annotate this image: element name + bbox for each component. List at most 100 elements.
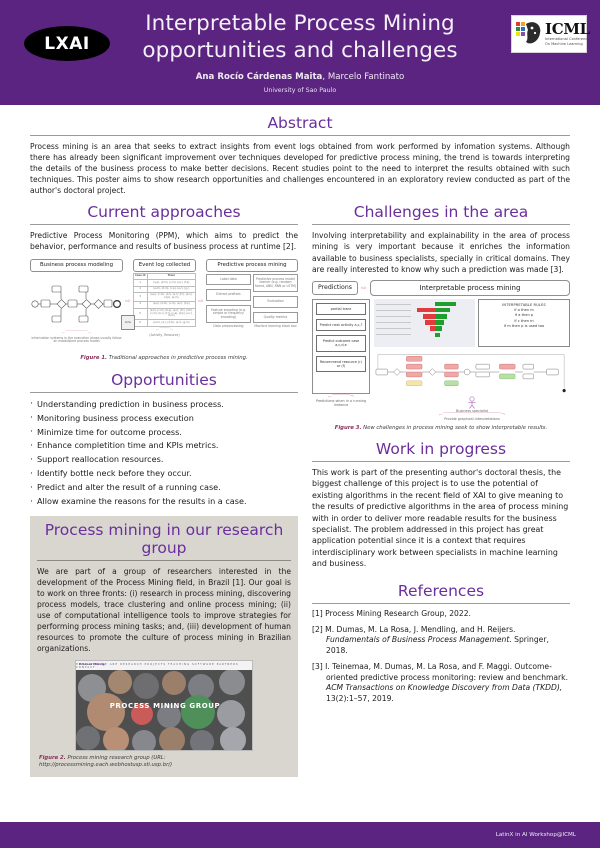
reference-item: [3] I. Teinemaa, M. Dumas, M. La Rosa, a… (312, 662, 570, 705)
cell-trace: (a,h), (c,m), (b,p), (e,r), (f,r), (d,h)… (146, 307, 197, 321)
poster-content: Abstract Process mining is an area that … (0, 105, 600, 777)
figure-3-caption-text: New challenges in process mining seek to… (363, 424, 548, 431)
figure-3-headers: Predictions ⇨ Interpretable process mini… (312, 279, 570, 296)
bar-positive (435, 307, 450, 313)
figure-1-box-2-title: Event log collected (132, 258, 197, 272)
icml-wordmark: ICML International Conference On Machine… (545, 21, 590, 47)
list-item: Predict and alter the result of a runnin… (30, 481, 298, 496)
icml-brain-icon (516, 22, 541, 44)
list-item: Understanding prediction in business pro… (30, 397, 298, 412)
figure-1-preprocessing-stack: Label data Extract prefixes Feature enco… (205, 273, 251, 324)
icml-logo: ICML International Conference On Machine… (511, 15, 590, 53)
figure-3-right: INTERPRETABLE RULES if a then m if a the… (374, 298, 570, 394)
figure-1-ppm-column: Predictive process mining Label data Ext… (205, 258, 298, 329)
arrow-right-icon-2: ⇨ (198, 297, 204, 306)
opportunities-divider (30, 391, 298, 393)
bar-positive (435, 332, 440, 338)
reference-item: [1] Process Mining Research Group, 2022. (312, 609, 570, 620)
figure-1-brace-left: ⌐‾‾‾‾‾‾‾‾‾‾‾¬ (62, 329, 91, 335)
bar-track (411, 332, 460, 338)
log-document-icon: LOG (120, 314, 135, 330)
figure-3-chart-row: INTERPRETABLE RULES if a then m if a the… (374, 298, 570, 347)
two-column-body: Current approaches Predictive Process Mo… (30, 203, 570, 777)
figure-3-prediction-stack: partial trace Predict next activity a,c,… (312, 298, 370, 394)
cell-trace: (a,p), (d,m), (c,m), (e,r), (f,p) (146, 279, 197, 287)
figure-1-box-1-title: Business process modeling (30, 258, 123, 272)
figure-3-rule-3: if c then m (514, 318, 534, 323)
figure-3-specialist-label: Business specialist (456, 408, 488, 413)
table-row: 1(a,p), (d,m), (c,m), (e,r), (f,p) (132, 279, 197, 287)
bar-track (411, 301, 460, 307)
ref-title: Fundamentals of Business Process Managem… (326, 635, 512, 645)
poster-footer: LatinX in AI Workshop@ICML (0, 822, 600, 848)
ref-num: [3] (312, 661, 323, 671)
process-model-svg (375, 353, 566, 392)
figure-1-inner-evaluation: Evaluation (252, 296, 298, 308)
figure-1-inner-model-learner: Predictive process model learner (e.g. r… (252, 273, 298, 293)
ref-num: [2] (312, 624, 323, 634)
figure-1-inner-extract-prefixes: Extract prefixes (205, 289, 251, 301)
figure-3-rule-2: if a then p (514, 313, 534, 318)
bar-positive (435, 314, 447, 319)
figure-3-rules-box: INTERPRETABLE RULES if a then m if a the… (478, 298, 570, 347)
figure-1-box-3-title: Predictive process mining (205, 258, 298, 272)
figure-1-caption-text: Traditional approaches in predictive pro… (108, 354, 248, 361)
figure-3-footers: ⌐‾‾‾‾‾‾‾¬ Predictions when in a running … (312, 394, 570, 422)
cell-trace: (a,p), (d,m), (c,m), (e,r), (h,p) (146, 301, 197, 309)
cell-case: 5 (132, 307, 148, 321)
bar-label (376, 303, 411, 305)
bar-row (376, 314, 473, 319)
bar-label (376, 315, 411, 317)
bar-positive (435, 320, 444, 325)
ref-num: [1] (312, 608, 323, 618)
figure-1-inner-quality-metrics: Quality metrics (252, 311, 298, 324)
figure-2-people-collage: PROCESS MINING GROUP (76, 669, 252, 750)
section-current-approaches: Current approaches Predictive Process Mo… (30, 203, 298, 361)
bar-negative (425, 320, 436, 325)
figure-1-note-mid: (Activity, Resource) (149, 332, 180, 337)
bar-positive (435, 301, 456, 307)
challenges-divider (312, 224, 570, 226)
research-group-heading: Process mining in our research group (37, 521, 291, 560)
list-item: Allow examine the reasons for the result… (30, 495, 298, 510)
bar-track (411, 307, 460, 313)
figure-3-ipm-title: Interpretable process mining (369, 279, 570, 296)
bar-positive (435, 326, 442, 332)
figure-3-foot-left-text: Predictions when in a running instance (315, 398, 367, 408)
ref-text: Process Mining Research Group, 2022. (322, 608, 471, 618)
bar-negative (422, 314, 436, 319)
section-challenges: Challenges in the area Involving interpr… (312, 203, 570, 431)
bpmn-svg (31, 285, 121, 322)
section-research-group: Process mining in our research group We … (30, 515, 298, 777)
bar-negative (430, 326, 436, 332)
ref-tail: 13(2):1–57, 2019. (326, 694, 394, 704)
figure-1-note-left: Information systems in the execution pha… (31, 335, 122, 344)
cell-case: 6 (132, 319, 148, 327)
page-title: Interpretable Process Mining opportuniti… (130, 11, 470, 63)
figure-3-predictions-title: Predictions (312, 280, 358, 295)
figure-1-eventlog-column: Event log collected Case Id Trace 1(a,p)… (120, 258, 197, 338)
ref-text: I. Teinemaa, M. Dumas, M. La Rosa, and F… (322, 661, 568, 682)
bar-label (376, 322, 411, 324)
figure-1-caption-label: Figure 1. (80, 354, 108, 361)
title-line-2: opportunities and challenges (142, 37, 458, 63)
current-approaches-divider (30, 224, 298, 226)
figure-1-inner-label-data: Label data (205, 273, 251, 286)
research-group-heading-line-2: group (141, 538, 187, 557)
table-row: 5(a,h), (c,m), (b,p), (e,r), (f,r), (d,h… (132, 307, 197, 321)
section-abstract: Abstract Process mining is an area that … (30, 114, 570, 196)
bar-track (411, 326, 460, 332)
figure-3-shap-chart (374, 298, 475, 347)
log-label: LOG (124, 320, 131, 325)
figure-3-foot-right: Business specialist ⌐‾‾‾‾‾‾‾‾‾‾‾‾‾‾‾‾‾‾‾… (374, 396, 570, 422)
figure-1-event-log-table: Case Id Trace 1(a,p), (d,m), (c,m), (e,r… (132, 273, 197, 327)
figure-2-site-logo: Process Mining (79, 662, 105, 667)
work-in-progress-divider (312, 460, 570, 462)
bar-track (411, 314, 460, 319)
bar-row (376, 307, 473, 313)
abstract-text: Process mining is an area that seeks to … (30, 142, 570, 196)
affiliation: University of Sao Paulo (263, 86, 337, 94)
arrow-right-icon-3: ⇨ (360, 283, 367, 292)
references-divider (312, 602, 570, 604)
